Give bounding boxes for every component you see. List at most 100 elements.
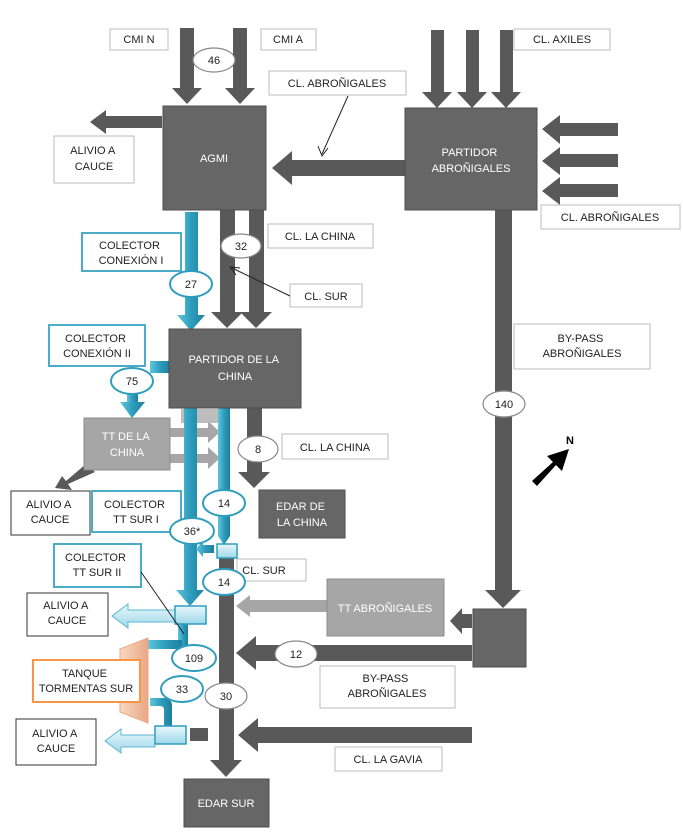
label-colector-tt-sur-2-b: TT SUR II [73, 567, 122, 579]
text-partidor-china-1: PARTIDOR DE LA [188, 354, 279, 366]
pale-arrows [104, 603, 177, 754]
callout-cl-sur-head [228, 266, 241, 276]
arrow-cmi-a [225, 28, 255, 104]
label-box-alivio-4 [15, 718, 97, 766]
flow-14a: 14 [218, 498, 230, 510]
circle-32 [220, 233, 262, 259]
callout-cl-abro-head [317, 145, 329, 158]
label-alivio-1-a: ALIVIO A [70, 145, 116, 157]
label-box-colector-conexion-2 [48, 324, 146, 367]
label-cl-la-china-1: CL. LA CHINA [285, 231, 356, 243]
pipe-conexion-2-stub [150, 361, 170, 373]
label-alivio-2-b: CAUCE [31, 514, 70, 526]
arrow-bypass-12 [236, 636, 472, 670]
label-boxes: CMI N CMI A CL. AXILES CL. ABROÑIGALES C… [10, 28, 681, 772]
label-alivio-1-b: CAUCE [75, 161, 114, 173]
teal-label-boxes: COLECTOR CONEXIÓN I COLECTOR CONEXIÓN II… [32, 232, 182, 703]
circle-140 [482, 390, 526, 418]
label-bypass-1-a: BY-PASS [558, 333, 604, 345]
label-box-colector-tt-sur-2 [53, 543, 142, 588]
svg-text:COLECTOR TT SUR II: COLECTOR TT SUR II [65, 552, 129, 579]
label-box-bypass-2 [319, 665, 456, 709]
label-box-cl-axiles [513, 28, 611, 51]
label-box-cl-sur-2 [236, 558, 307, 582]
label-tanque-2: TORMENTAS SUR [39, 683, 133, 695]
circle-12 [274, 640, 318, 668]
arrow-cmi-n [172, 28, 202, 104]
svg-text:ALIVIO A CAUCE: ALIVIO A CAUCE [32, 728, 80, 755]
svg-text:COLECTOR CONEXIÓN I: COLECTOR CONEXIÓN I [99, 240, 164, 267]
svg-text:PARTIDOR ABROÑIGALES: PARTIDOR ABROÑIGALES [432, 147, 511, 175]
arrow-tt-abro-out [236, 595, 327, 617]
pipe-14-arrow [218, 536, 230, 545]
box-edar-sur [183, 778, 270, 828]
box-bypass-junction [472, 608, 527, 668]
label-box-cmi-n [109, 28, 169, 51]
label-alivio-3-a: ALIVIO A [43, 600, 89, 612]
label-box-cl-la-china-1 [267, 223, 374, 249]
flow-33: 33 [176, 684, 188, 696]
label-box-alivio-2 [10, 490, 91, 536]
circle-46 [192, 47, 236, 73]
flow-8: 8 [255, 444, 261, 456]
junction-14 [216, 543, 238, 559]
svg-text:COLECTOR TT SUR I: COLECTOR TT SUR I [104, 499, 168, 526]
flow-46: 46 [208, 55, 220, 67]
arrows-dark [55, 28, 618, 777]
text-partidor-abro-2: ABROÑIGALES [432, 162, 511, 175]
label-box-alivio-3 [26, 592, 109, 637]
label-bypass-2-a: BY-PASS [363, 673, 409, 685]
flow-30: 30 [220, 691, 232, 703]
flow-32: 32 [235, 241, 247, 253]
callout-lines [140, 95, 349, 635]
north-arrow: N [532, 435, 574, 486]
label-box-cmi-a [260, 28, 317, 51]
label-alivio-4-b: CAUCE [37, 743, 76, 755]
label-cl-la-china-2: CL. LA CHINA [300, 442, 371, 454]
text-tt-abronigales: TT ABROÑIGALES [338, 602, 433, 615]
label-cl-abro-right: CL. ABROÑIGALES [561, 211, 659, 224]
label-box-alivio-1 [53, 135, 135, 184]
label-colector-tt-sur-1-a: COLECTOR [104, 499, 165, 511]
arrow-axiles-3 [491, 30, 521, 108]
circle-36 [169, 517, 215, 545]
text-agmi: AGMI [200, 153, 228, 165]
arrow-agmi-china-1 [211, 210, 243, 328]
flow-75: 75 [126, 376, 138, 388]
flow-140: 140 [495, 399, 513, 411]
label-box-cl-abro-top [268, 70, 407, 96]
svg-text:ALIVIO A CAUCE: ALIVIO A CAUCE [43, 600, 91, 627]
label-cl-abro-top: CL. ABROÑIGALES [288, 77, 386, 90]
junction-tt-sur [174, 605, 207, 625]
junction-bottom [154, 725, 187, 745]
label-cl-sur-2: CL. SUR [242, 565, 285, 577]
arrow-abro-right-2 [542, 147, 618, 175]
pipe-tt-sur-1 [176, 408, 204, 606]
label-alivio-3-b: CAUCE [48, 615, 87, 627]
text-edar-china-2: LA CHINA [277, 517, 328, 529]
text-tt-china-2: CHINA [110, 447, 145, 459]
text-tt-china-1: TT DE LA [102, 431, 151, 443]
label-alivio-2-a: ALIVIO A [26, 499, 72, 511]
label-colector-conexion-1-b: CONEXIÓN I [99, 254, 164, 267]
label-cmi-n: CMI N [123, 34, 154, 46]
arrow-alivio-tt-sur [111, 603, 177, 629]
arrow-abro-right-3 [542, 177, 618, 205]
svg-text:ALIVIO A CAUCE: ALIVIO A CAUCE [70, 145, 118, 173]
arrow-to-tt-abro [450, 608, 472, 634]
junction-boxes [154, 543, 238, 745]
label-tanque-1: TANQUE [62, 668, 107, 680]
label-colector-conexion-1-a: COLECTOR [99, 240, 160, 252]
arrow-gavia-junction [190, 728, 208, 741]
label-box-tanque-tormentas [32, 659, 141, 703]
svg-text:EDAR DE LA CHINA: EDAR DE LA CHINA [276, 501, 328, 529]
text-edar-sur: EDAR SUR [198, 798, 255, 810]
callout-cl-abro [321, 95, 349, 155]
svg-text:PARTIDOR DE LA CHINA: PARTIDOR DE LA CHINA [188, 354, 281, 383]
svg-text:ALIVIO A CAUCE: ALIVIO A CAUCE [26, 499, 74, 526]
pipe-33-curve [150, 698, 172, 728]
label-bypass-2-b: ABROÑIGALES [348, 687, 427, 700]
label-box-colector-conexion-1 [81, 232, 182, 272]
callout-cl-sur [231, 267, 291, 297]
